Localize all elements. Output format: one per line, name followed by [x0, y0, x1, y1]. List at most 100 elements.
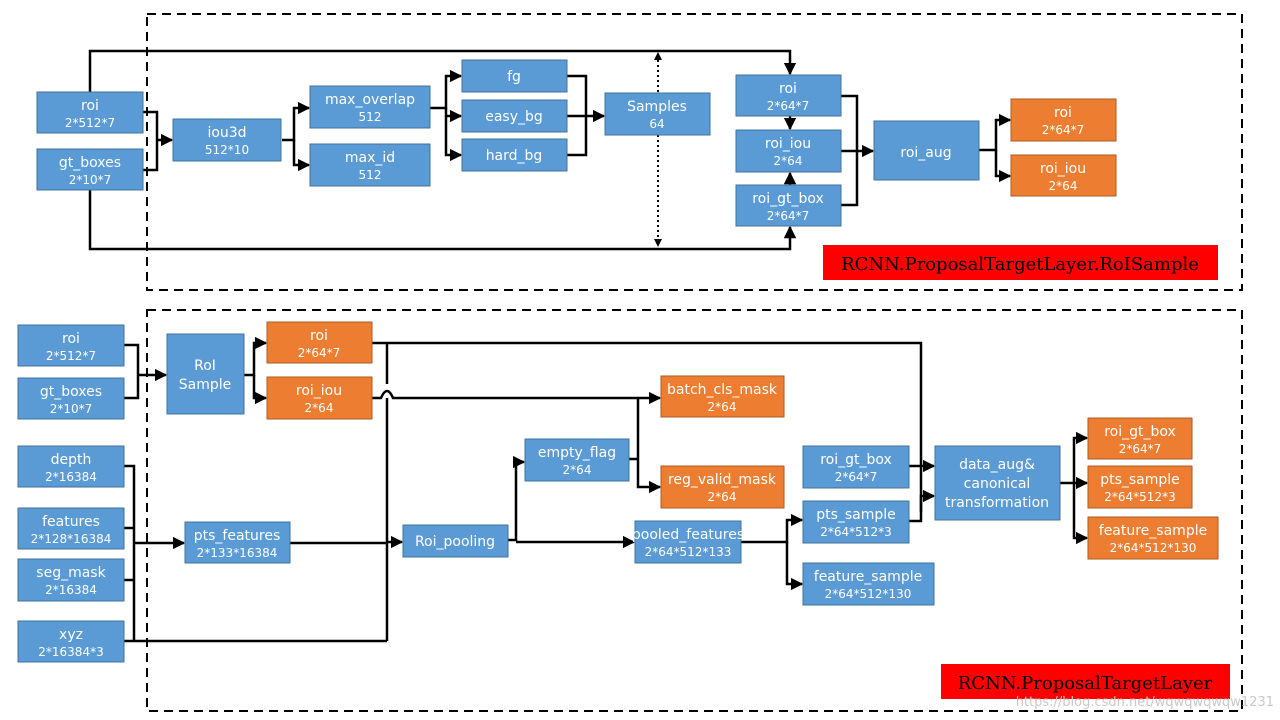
- node-max-id: max_id 512: [309, 143, 431, 187]
- node-gt-boxes-input-bottom: gt_boxes 2*10*7: [17, 377, 125, 420]
- node-shape: 2*64*7: [767, 99, 810, 113]
- section-label-text: RCNN.ProposalTargetLayer.RoISample: [841, 254, 1199, 275]
- node-label: roi_iou: [765, 136, 811, 152]
- node-shape: 2*16384*3: [38, 645, 103, 659]
- node-label: features: [42, 514, 100, 530]
- node-label: roi: [81, 98, 99, 114]
- node-shape: 2*64*512*130: [825, 587, 912, 601]
- node-reg-valid-mask: reg_valid_mask 2*64: [660, 465, 785, 509]
- node-shape: 2*64: [774, 154, 803, 168]
- node-depth: depth 2*16384: [17, 445, 125, 488]
- node-samples: Samples 64: [604, 92, 711, 136]
- node-roi-iou-output-bottom: roi_iou 2*64: [266, 376, 373, 420]
- node-label: depth: [51, 452, 92, 468]
- node-label-line1: RoI: [194, 358, 216, 374]
- node-data-aug: data_aug& canonical transformation: [934, 445, 1061, 521]
- node-roi-input-bottom: roi 2*512*7: [17, 324, 125, 367]
- roi-sample-section-label: RCNN.ProposalTargetLayer.RoISample: [823, 245, 1218, 280]
- node-label: pooled_features: [632, 527, 744, 543]
- node-label: roi_iou: [296, 383, 342, 399]
- node-shape: 512: [359, 110, 382, 124]
- section-label-text: RCNN.ProposalTargetLayer: [958, 673, 1213, 694]
- node-pts-sample-output: pts_sample 2*64*512*3: [1087, 465, 1193, 509]
- node-label: roi_aug: [900, 145, 951, 161]
- node-easy-bg: easy_bg: [461, 99, 568, 133]
- node-label: roi: [779, 81, 797, 97]
- node-max-overlap: max_overlap 512: [309, 85, 431, 129]
- node-shape: 2*10*7: [69, 173, 112, 187]
- node-label: iou3d: [207, 125, 246, 141]
- node-shape: 2*64*7: [298, 346, 341, 360]
- bottom-wires: [124, 336, 1089, 643]
- node-seg-mask: seg_mask 2*16384: [17, 558, 125, 602]
- node-label: reg_valid_mask: [668, 472, 777, 488]
- node-label: gt_boxes: [59, 155, 121, 171]
- node-shape: 2*64*512*133: [645, 545, 732, 559]
- node-pts-sample: pts_sample 2*64*512*3: [802, 500, 910, 544]
- node-label-line3: transformation: [945, 495, 1049, 511]
- node-shape: 2*64*512*3: [1104, 490, 1175, 504]
- node-label: xyz: [59, 627, 83, 643]
- node-shape: 2*16384: [45, 583, 97, 597]
- node-label: max_id: [345, 150, 395, 166]
- node-shape: 2*10*7: [50, 402, 93, 416]
- proposal-target-layer-section-label: RCNN.ProposalTargetLayer: [941, 664, 1230, 699]
- node-label: easy_bg: [485, 109, 543, 125]
- node-label: max_overlap: [325, 92, 415, 108]
- node-roi-input: roi 2*512*7: [36, 91, 144, 134]
- node-feature-sample-output: feature_sample 2*64*512*130: [1087, 516, 1219, 560]
- node-roi-iou-sampled: roi_iou 2*64: [735, 129, 842, 173]
- node-label: pts_features: [194, 528, 281, 544]
- node-shape: 2*64*7: [767, 209, 810, 223]
- node-shape: 2*16384: [45, 470, 97, 484]
- node-shape: 2*64: [1049, 179, 1078, 193]
- node-label: batch_cls_mask: [667, 382, 778, 398]
- node-label: feature_sample: [814, 569, 922, 585]
- node-label: Roi_pooling: [415, 534, 495, 550]
- proposal-target-layer-frame: [146, 309, 1243, 712]
- node-label-line2: Sample: [179, 377, 232, 393]
- node-shape: 2*64*512*130: [1110, 541, 1197, 555]
- node-shape: 512*10: [205, 143, 249, 157]
- node-label: feature_sample: [1099, 523, 1207, 539]
- node-roi-output-bottom: roi 2*64*7: [266, 321, 373, 364]
- node-shape: 64: [649, 117, 664, 131]
- node-roi-iou-output: roi_iou 2*64: [1010, 154, 1117, 197]
- node-label-line2: canonical: [964, 476, 1031, 492]
- node-iou3d: iou3d 512*10: [172, 118, 282, 162]
- node-empty-flag: empty_flag 2*64: [524, 438, 630, 482]
- node-roi-output: roi 2*64*7: [1010, 98, 1117, 142]
- node-shape: 2*64*7: [1119, 442, 1162, 456]
- node-shape: 2*64: [708, 490, 737, 504]
- node-shape: 2*64*7: [1042, 123, 1085, 137]
- node-label: fg: [507, 69, 521, 85]
- node-shape: 512: [359, 168, 382, 182]
- node-features: features 2*128*16384: [17, 507, 125, 550]
- node-roi-gt-box-sampled: roi_gt_box 2*64*7: [735, 184, 842, 227]
- node-roi-gt-box: roi_gt_box 2*64*7: [802, 445, 910, 489]
- node-shape: 2*64: [563, 463, 592, 477]
- node-shape: 2*64: [708, 400, 737, 414]
- node-shape: 2*133*16384: [197, 546, 278, 560]
- node-label: roi_gt_box: [752, 191, 824, 207]
- node-label: roi_gt_box: [820, 452, 892, 468]
- node-label: pts_sample: [1100, 472, 1180, 488]
- node-label: roi: [310, 328, 328, 344]
- node-label: gt_boxes: [40, 384, 102, 400]
- roi-sample-frame: [146, 13, 1243, 291]
- node-label: roi_gt_box: [1104, 424, 1176, 440]
- node-label: Samples: [627, 99, 687, 115]
- node-label-line1: data_aug&: [959, 457, 1035, 473]
- node-shape: 2*512*7: [46, 349, 96, 363]
- node-label: roi_iou: [1040, 161, 1086, 177]
- node-roi-aug: roi_aug: [873, 120, 980, 181]
- node-pts-features: pts_features 2*133*16384: [184, 521, 291, 564]
- node-shape: 2*64*7: [835, 470, 878, 484]
- node-shape: 2*512*7: [65, 116, 115, 130]
- watermark: https://blog.csdn.net/wqwqwqwqw1231: [1016, 695, 1274, 710]
- node-roi-sample: RoI Sample: [166, 333, 245, 415]
- node-roi-gt-box-output: roi_gt_box 2*64*7: [1087, 417, 1193, 460]
- node-batch-cls-mask: batch_cls_mask 2*64: [660, 375, 785, 418]
